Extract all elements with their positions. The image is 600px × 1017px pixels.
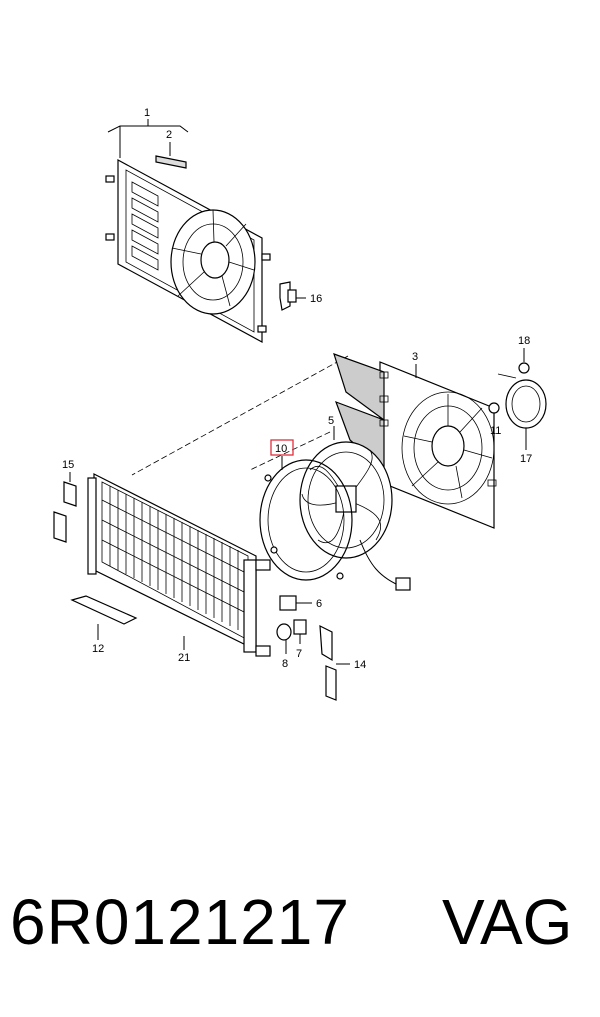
bracket-15 [53, 472, 77, 543]
callout-2: 2 [166, 129, 172, 141]
callout-18: 18 [518, 335, 530, 347]
fan-motor-5 [299, 441, 411, 591]
callout-3: 3 [412, 351, 418, 363]
plug-7 [293, 619, 307, 644]
callout-11: 11 [490, 425, 501, 437]
callout-16: 16 [310, 293, 322, 305]
callout-6: 6 [316, 598, 322, 610]
fan-shroud-upper [105, 158, 271, 344]
part-number: 6R0121217 [10, 886, 350, 958]
seal-8 [276, 623, 292, 654]
fan-frame-10 [259, 456, 353, 581]
callout-10: 10 [275, 443, 287, 455]
callout-5: 5 [328, 415, 334, 427]
air-guide-12 [70, 595, 138, 640]
callout-10-highlight [270, 439, 294, 456]
callout-15: 15 [62, 459, 74, 471]
nut-11 [488, 402, 500, 424]
bracket-14 [319, 624, 350, 701]
callout-1-leader [107, 119, 189, 158]
callout-12: 12 [92, 643, 104, 655]
callout-7: 7 [296, 648, 302, 660]
callout-17: 17 [520, 453, 532, 465]
brand-name: VAG [442, 886, 573, 958]
callout-8: 8 [282, 658, 288, 670]
label-sticker [155, 155, 187, 169]
callout-21: 21 [178, 652, 190, 664]
sensor-6 [279, 595, 312, 611]
bolt-18 [518, 348, 530, 374]
clip-16 [279, 281, 306, 311]
callout-1: 1 [144, 107, 150, 119]
cover-17 [497, 373, 547, 450]
radiator-21 [87, 473, 271, 657]
callout-14: 14 [354, 659, 366, 671]
